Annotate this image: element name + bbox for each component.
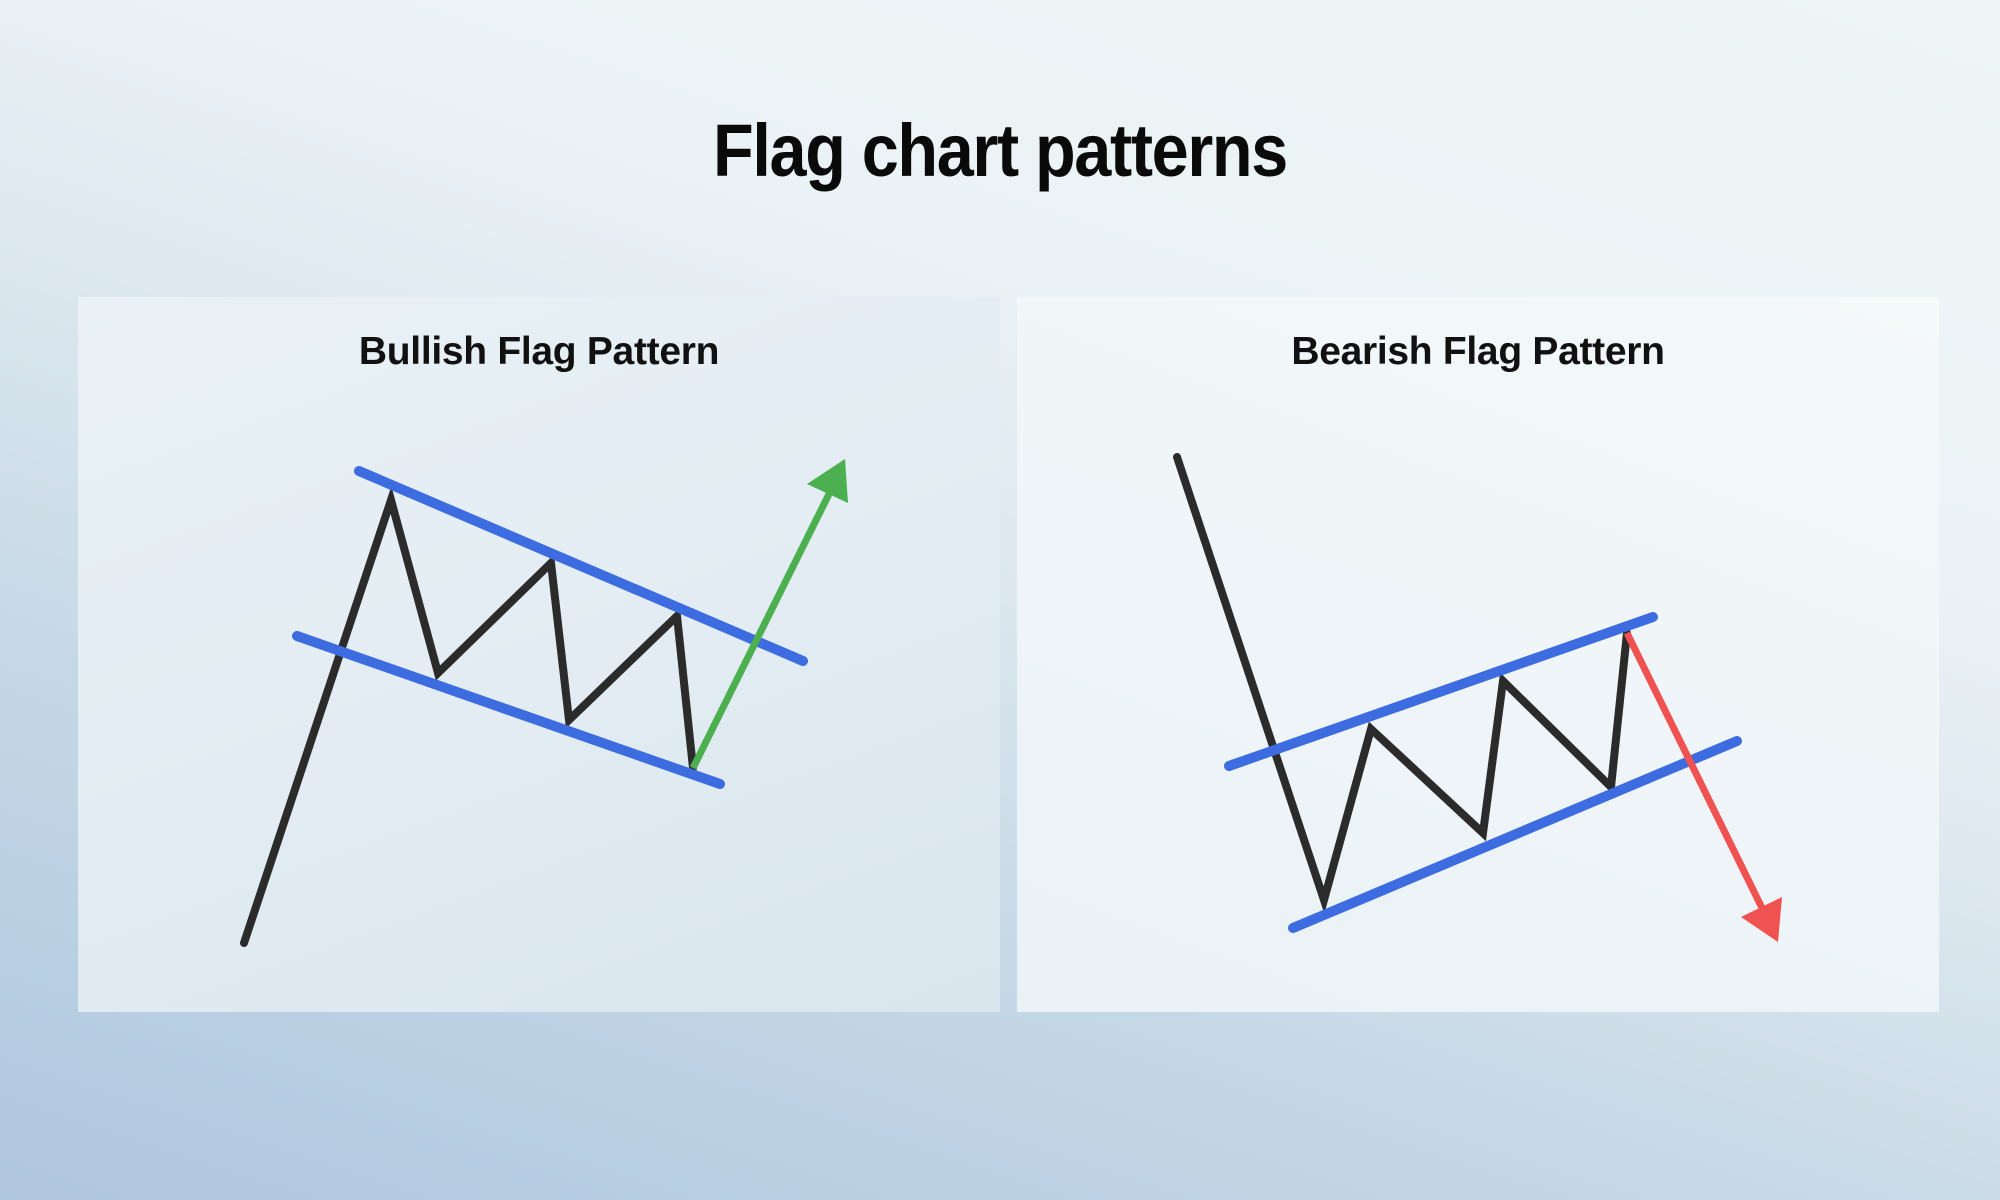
bearish-flag-panel: Bearish Flag Pattern [1017,297,1939,1012]
bullish-panel-title: Bullish Flag Pattern [358,330,720,373]
bullish-flag-panel: Bullish Flag Pattern [78,297,1000,1012]
page-title: Flag chart patterns [713,109,1288,192]
bearish-panel-title: Bearish Flag Pattern [1291,330,1665,373]
